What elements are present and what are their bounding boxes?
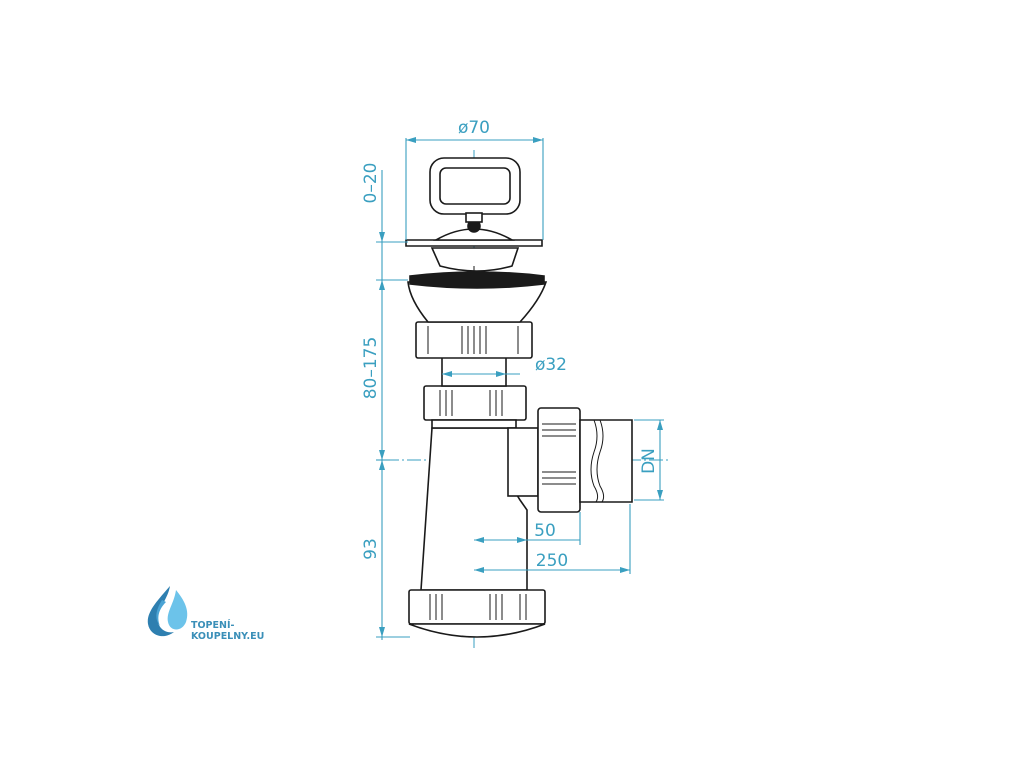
brand-name-line2: KOUPELNY.EU — [191, 631, 264, 642]
bottom-cap-ring — [408, 589, 546, 625]
outlet-offset-min-label: 50 — [534, 521, 556, 541]
strainer-basket — [430, 247, 520, 272]
brand-logo: TOPENÍ- KOUPELNY.EU — [147, 586, 264, 642]
brand-name-line1: TOPENÍ- — [191, 619, 234, 631]
plug-height-label: 0–20 — [361, 163, 381, 204]
rubber-gasket — [409, 271, 545, 289]
outlet-nut-ribs — [542, 423, 576, 485]
bottle-top-nut — [423, 385, 527, 421]
water-drop-icon-inner — [167, 590, 188, 630]
adjustable-height-label: 80–175 — [361, 337, 381, 400]
outlet-offset-max-label: 250 — [536, 551, 568, 571]
plug-handle-stem — [465, 212, 483, 223]
water-drop-icon — [147, 586, 174, 637]
drain-funnel — [407, 281, 548, 323]
plug-handle-inner — [439, 167, 511, 205]
flange-diameter-label: ø70 — [458, 118, 490, 138]
bottom-height-label: 93 — [361, 538, 381, 560]
sink-flange-plate — [405, 239, 543, 247]
upper-coupling-ribs — [427, 326, 519, 354]
siphon-body — [405, 157, 633, 638]
dimension-lines — [376, 137, 664, 640]
outlet-pipe — [579, 419, 633, 503]
inlet-diameter-label: ø32 — [535, 355, 567, 375]
bottle-neck — [431, 419, 517, 429]
inlet-tube — [441, 355, 507, 387]
bottom-cap-dome — [408, 623, 546, 638]
bottom-cap-ribs — [429, 594, 527, 620]
bottle-top-nut-ribs — [439, 390, 503, 416]
outlet-pipe-break — [590, 419, 599, 503]
outlet-nominal-label: DN — [639, 448, 659, 474]
outlet-stub — [507, 427, 539, 497]
